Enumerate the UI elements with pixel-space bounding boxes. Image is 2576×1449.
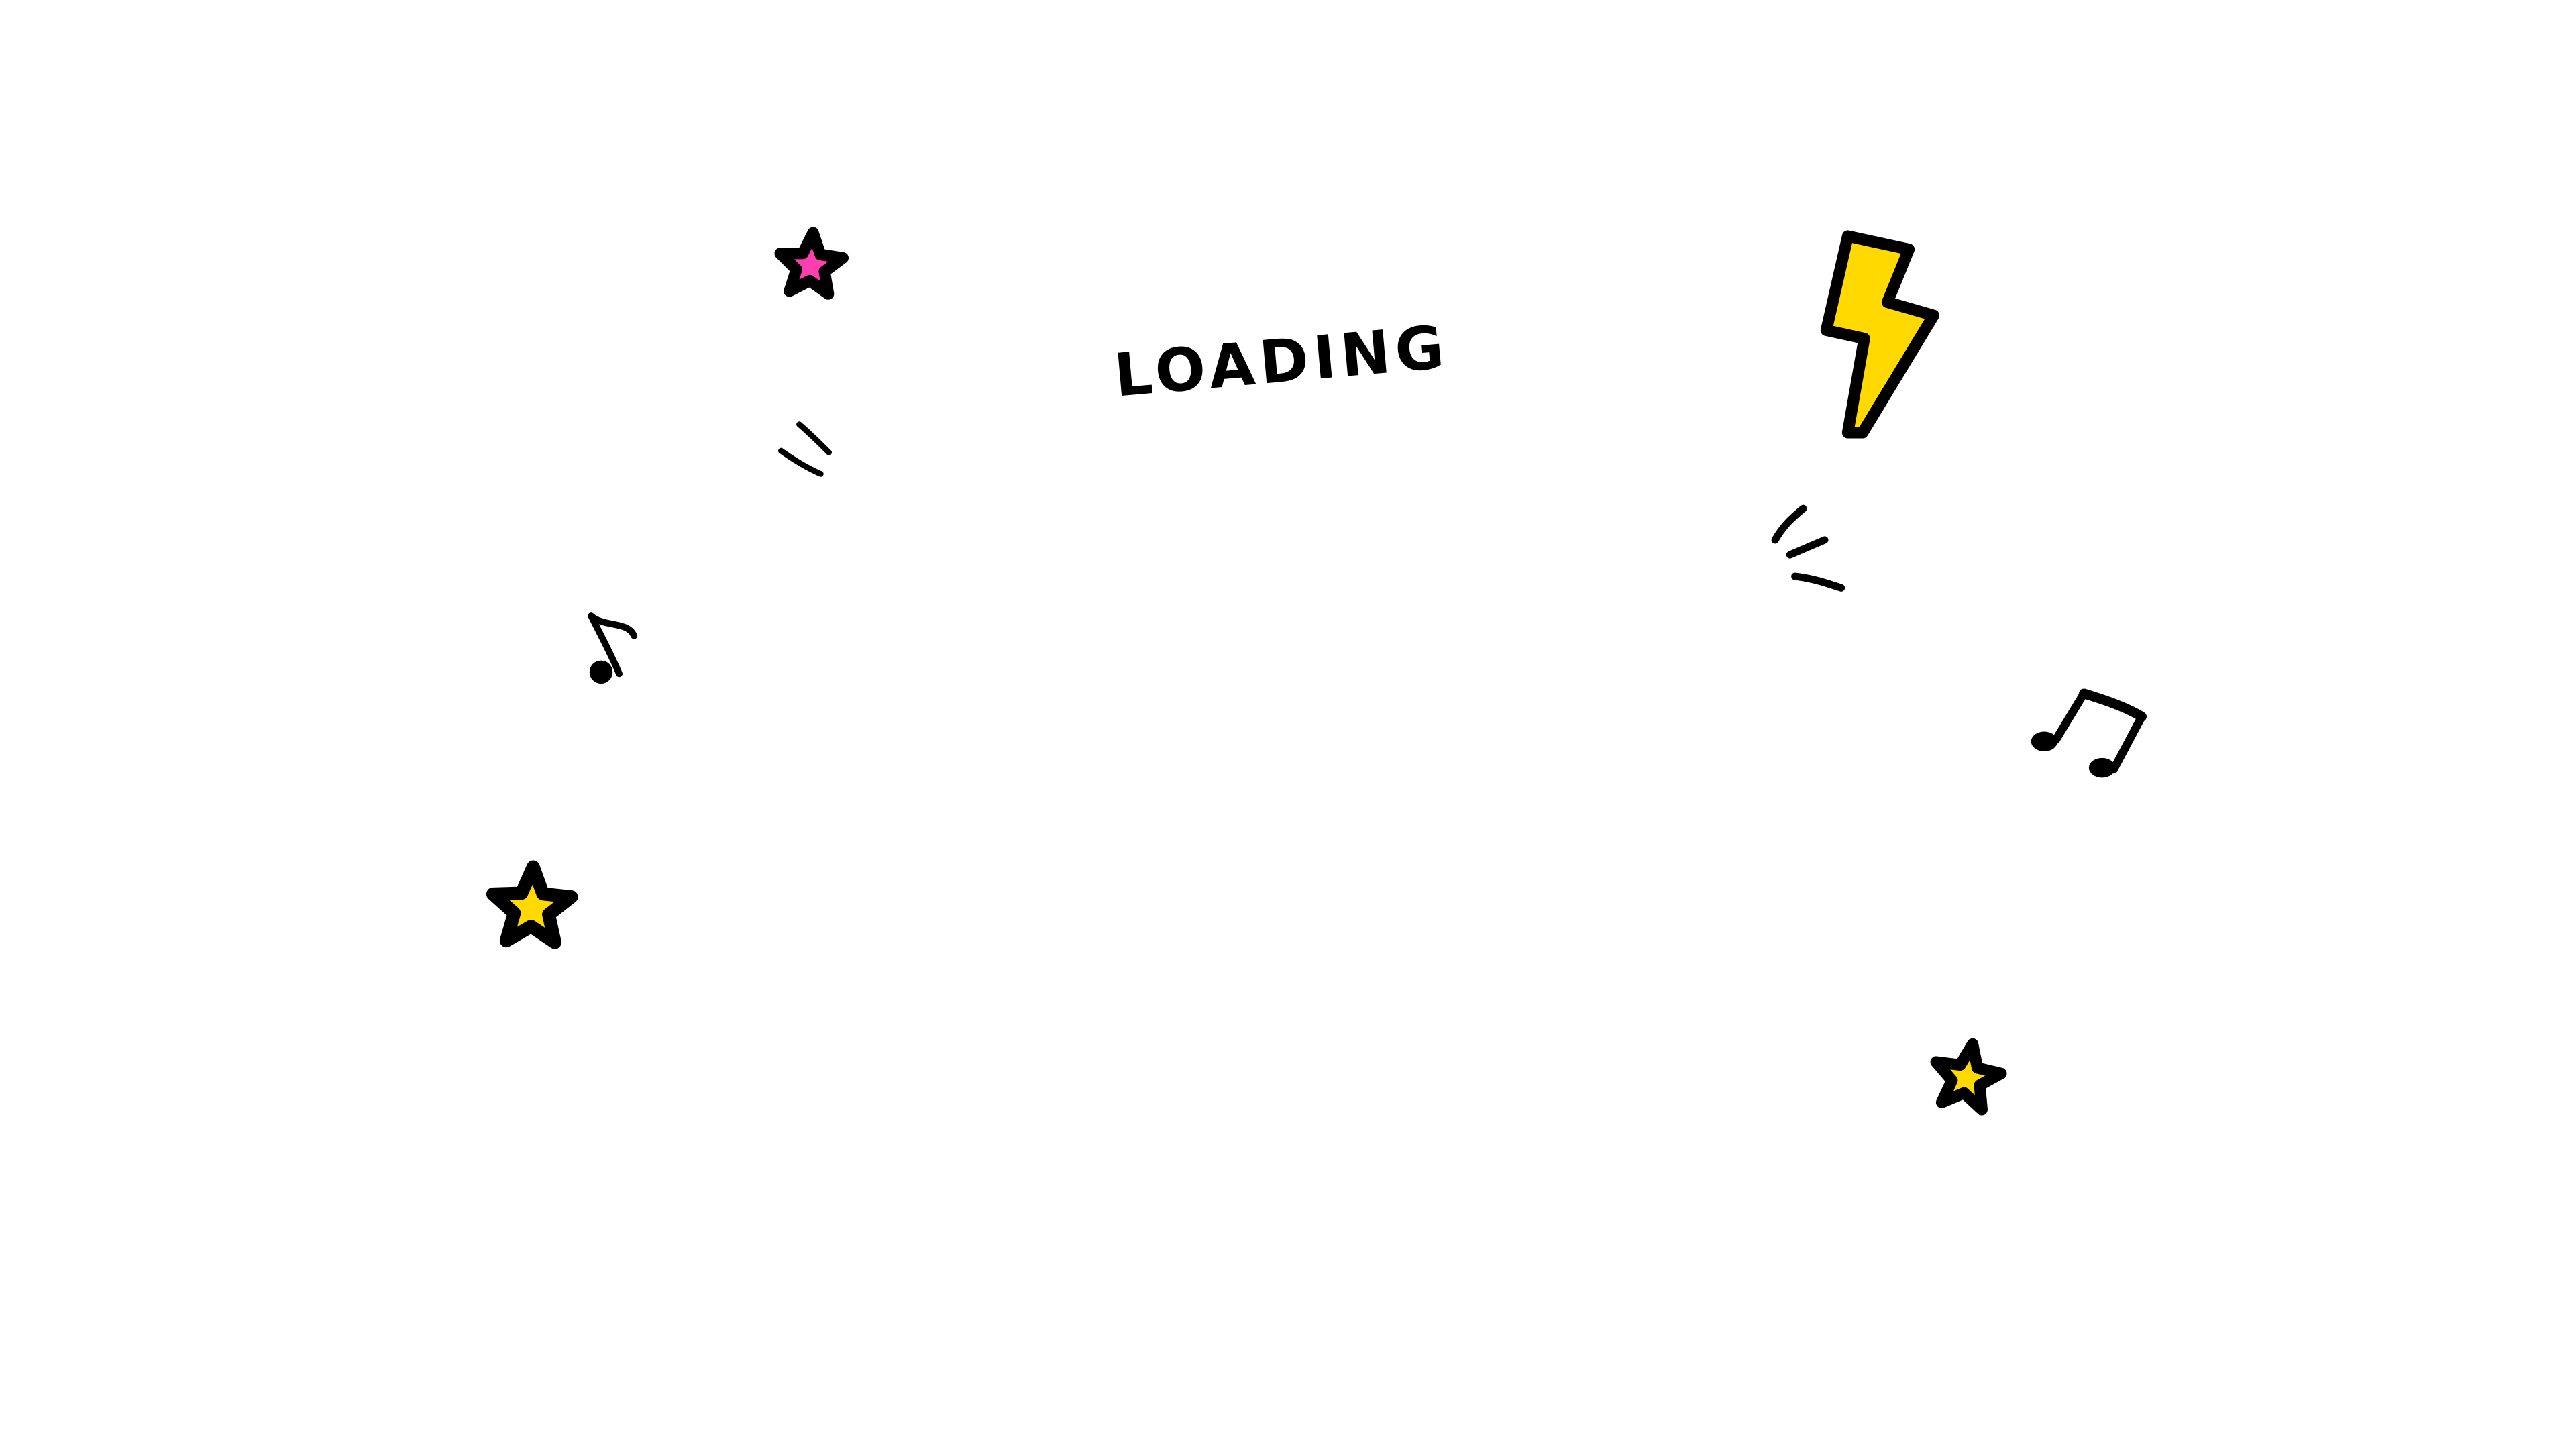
motion-lines-icon: [1771, 504, 1845, 592]
yellow-star-icon: [486, 860, 578, 949]
beamed-music-notes-icon: [2031, 688, 2147, 778]
yellow-star-icon: [1930, 1038, 2007, 1116]
pink-star-icon: [774, 227, 849, 300]
loading-label: LOADING: [1112, 313, 1452, 411]
motion-lines-icon: [778, 421, 833, 477]
music-note-icon: [588, 612, 638, 684]
lightning-bolt-icon: [1820, 230, 1940, 439]
